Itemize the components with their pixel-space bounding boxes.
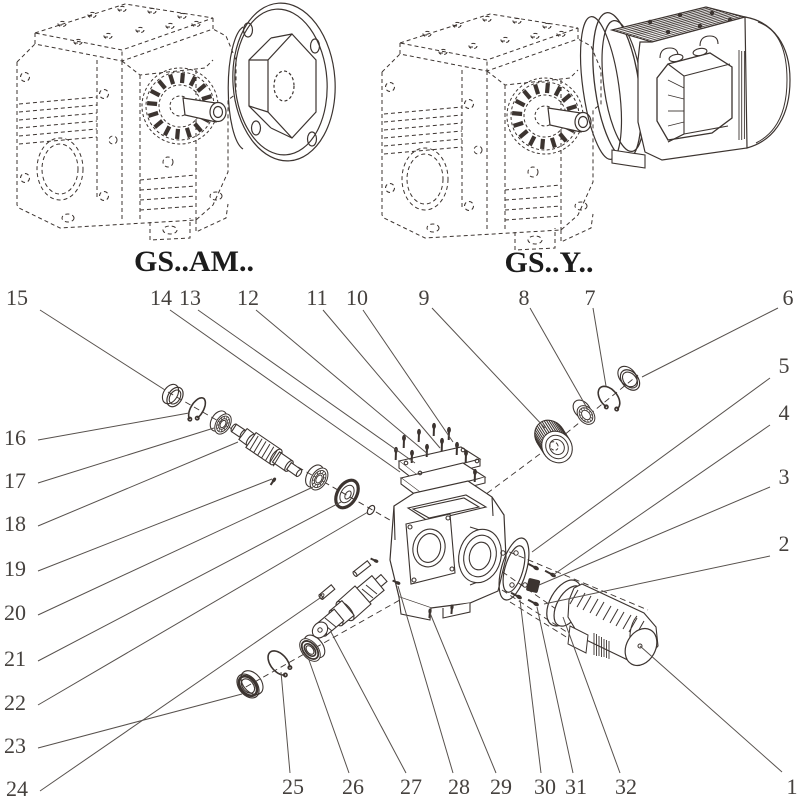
svg-text:GS..AM..: GS..AM.. — [134, 245, 254, 278]
svg-text:19: 19 — [4, 556, 26, 581]
svg-text:13: 13 — [179, 285, 201, 310]
svg-text:14: 14 — [150, 285, 172, 310]
svg-text:1: 1 — [787, 774, 798, 799]
svg-text:GS..Y..: GS..Y.. — [505, 246, 594, 279]
svg-text:30: 30 — [534, 774, 556, 799]
svg-text:25: 25 — [282, 774, 304, 799]
svg-text:9: 9 — [419, 285, 430, 310]
svg-text:3: 3 — [779, 464, 790, 489]
svg-text:16: 16 — [4, 425, 26, 450]
svg-text:8: 8 — [519, 285, 530, 310]
svg-text:23: 23 — [4, 733, 26, 758]
svg-text:12: 12 — [237, 285, 259, 310]
svg-text:10: 10 — [346, 285, 368, 310]
svg-text:15: 15 — [6, 285, 28, 310]
svg-text:26: 26 — [342, 774, 364, 799]
svg-text:20: 20 — [4, 600, 26, 625]
svg-text:22: 22 — [4, 690, 26, 715]
svg-text:29: 29 — [490, 774, 512, 799]
svg-text:11: 11 — [306, 285, 327, 310]
svg-text:18: 18 — [4, 511, 26, 536]
svg-text:2: 2 — [779, 531, 790, 556]
svg-text:4: 4 — [779, 400, 790, 425]
svg-text:7: 7 — [585, 285, 596, 310]
svg-text:27: 27 — [400, 774, 422, 799]
svg-text:31: 31 — [565, 774, 587, 799]
svg-text:24: 24 — [6, 776, 28, 800]
svg-text:28: 28 — [448, 774, 470, 799]
svg-text:21: 21 — [4, 646, 26, 671]
svg-text:17: 17 — [4, 468, 26, 493]
svg-text:5: 5 — [779, 353, 790, 378]
svg-text:6: 6 — [783, 285, 794, 310]
svg-text:32: 32 — [615, 774, 637, 799]
